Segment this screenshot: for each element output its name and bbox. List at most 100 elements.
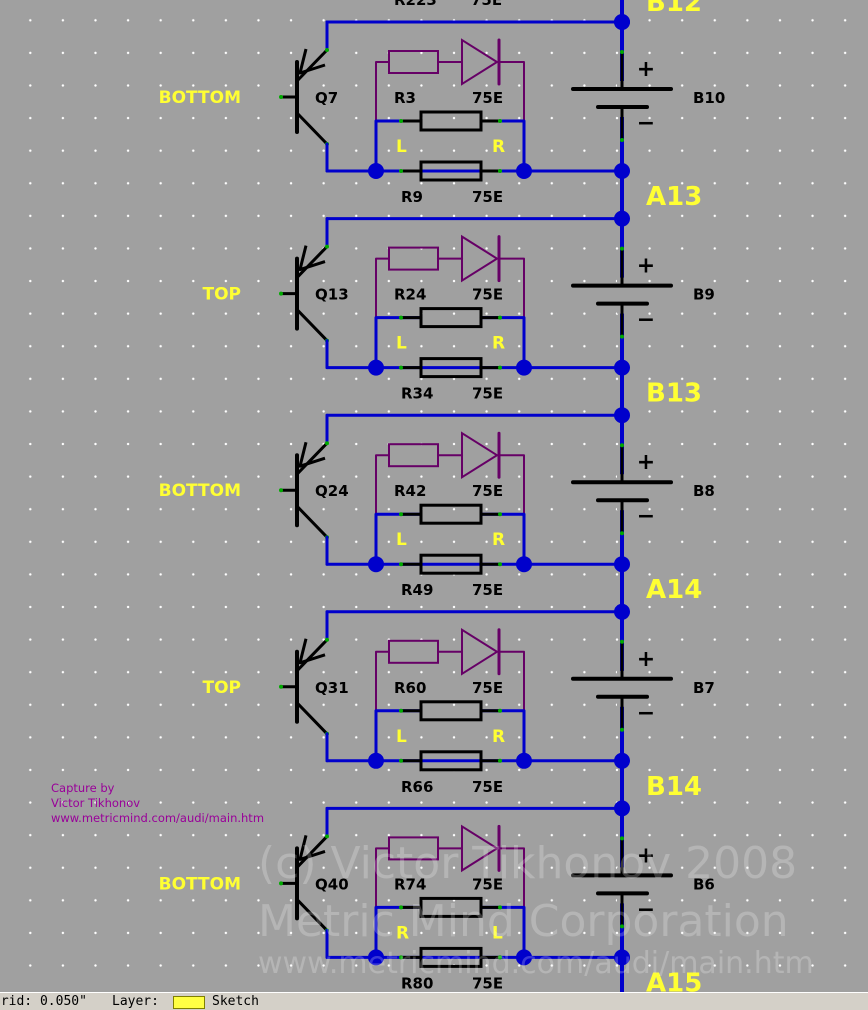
- pin-dot: [620, 246, 624, 251]
- junction-node: [516, 949, 532, 966]
- bypass-resistor-label: R42: [394, 482, 426, 500]
- transistor-emitter-lead: [295, 308, 329, 343]
- left-pin-label: L: [396, 137, 407, 157]
- pin-dot: [325, 637, 329, 642]
- bypass-wire: [375, 257, 389, 368]
- junction-node: [614, 407, 630, 424]
- transistor-label: Q7: [315, 89, 338, 107]
- pin-dot: [620, 727, 624, 732]
- junction-node: [516, 359, 532, 376]
- junction-node: [516, 556, 532, 573]
- junction-node: [516, 752, 532, 769]
- lower-resistor-label: R80: [401, 974, 433, 992]
- junction-node: [368, 752, 384, 769]
- credit-line-1: Capture by: [51, 781, 115, 795]
- battery-label: B7: [693, 679, 715, 697]
- transistor-label: Q31: [315, 679, 349, 697]
- bypass-resistor-value: 75E: [472, 875, 503, 893]
- battery-plus-sign: +: [637, 647, 655, 672]
- credit-line-2: Victor Tikhonov: [51, 796, 141, 810]
- lower-resistor-value: 75E: [472, 974, 503, 992]
- left-pin-label: L: [396, 334, 407, 354]
- right-pin-label: R: [492, 530, 505, 550]
- bypass-resistor-label: R60: [394, 679, 426, 697]
- junction-node: [614, 163, 630, 179]
- diode-triangle: [461, 824, 499, 873]
- node-label: B13: [646, 379, 702, 409]
- pin-dot: [399, 512, 403, 517]
- transistor-collector-lead: [295, 48, 329, 83]
- pin-dot: [279, 95, 283, 99]
- bypass-resistor-body: [388, 50, 439, 74]
- battery-plus-sign: +: [637, 450, 655, 475]
- battery-gap: [617, 81, 627, 117]
- bypass-wire: [375, 650, 389, 761]
- pin-dot: [498, 315, 502, 320]
- diode-triangle: [461, 627, 499, 676]
- battery-minus-sign: −: [637, 504, 655, 529]
- node-label: A13: [646, 182, 702, 212]
- bypass-resistor-label: R24: [394, 286, 426, 304]
- node-label: B12: [646, 0, 702, 18]
- junction-node: [516, 163, 532, 179]
- pin-dot: [399, 708, 403, 713]
- bypass-wire: [375, 454, 389, 565]
- junction-node: [614, 949, 630, 966]
- bypass-resistor-value: 75E: [472, 286, 503, 304]
- transistor-q31: [279, 637, 329, 736]
- pin-dot: [620, 138, 624, 142]
- transistor-collector-lead: [295, 638, 329, 673]
- right-pin-label: R: [492, 727, 505, 747]
- pin-dot: [498, 119, 502, 123]
- layer-label: Layer:: [112, 994, 159, 1009]
- pin-dot: [620, 836, 624, 841]
- battery-label: B10: [693, 89, 725, 107]
- pin-dot: [498, 955, 502, 960]
- transistor-q40: [279, 834, 329, 933]
- pin-dot: [620, 924, 624, 929]
- transistor-q7: [279, 48, 329, 146]
- diode-triangle: [461, 431, 499, 480]
- capture-credit: Capture by Victor Tikhonov www.metricmin…: [51, 781, 264, 826]
- pin-dot: [498, 905, 502, 910]
- status-bar: Grid: 0.050" Layer: Sketch: [0, 992, 868, 1010]
- watermark-copyright: (c) Victor Tikhonov 2008: [258, 838, 798, 889]
- junction-node: [614, 603, 630, 620]
- bypass-resistor-body: [388, 246, 439, 271]
- bypass-resistor-label: R74: [394, 875, 426, 893]
- battery-minus-sign: −: [637, 701, 655, 726]
- transistor-collector-lead: [295, 834, 329, 869]
- layer-color-swatch[interactable]: [173, 996, 205, 1009]
- battery-gap: [617, 277, 627, 314]
- battery-label: B6: [693, 875, 715, 893]
- bypass-wire: [375, 61, 389, 171]
- transistor-q24: [279, 441, 329, 540]
- junction-node: [614, 752, 630, 769]
- lower-resistor-label: R49: [401, 581, 433, 599]
- battery-b9: +−B9: [571, 246, 715, 339]
- bypass-resistor-value: 75E: [472, 89, 503, 107]
- pin-dot: [399, 905, 403, 910]
- pin-dot: [325, 834, 329, 839]
- transistor-arrow: [298, 48, 326, 75]
- resistor-label: R223: [394, 0, 437, 9]
- transistor-arrow: [298, 245, 326, 272]
- junction-node: [368, 359, 384, 376]
- pin-dot: [399, 365, 403, 370]
- battery-label: B9: [693, 286, 715, 304]
- pin-dot: [620, 639, 624, 644]
- pin-dot: [399, 169, 403, 173]
- bypass-resistor-value: 75E: [472, 679, 503, 697]
- transistor-emitter-lead: [295, 897, 329, 932]
- pin-dot: [498, 169, 502, 173]
- upper-resistor-body: [419, 110, 483, 132]
- transistor-emitter-lead: [295, 111, 329, 146]
- role-label: BOTTOM: [159, 874, 241, 894]
- lower-resistor-value: 75E: [472, 581, 503, 599]
- right-pin-label: R: [492, 334, 505, 354]
- transistor-label: Q13: [315, 286, 349, 304]
